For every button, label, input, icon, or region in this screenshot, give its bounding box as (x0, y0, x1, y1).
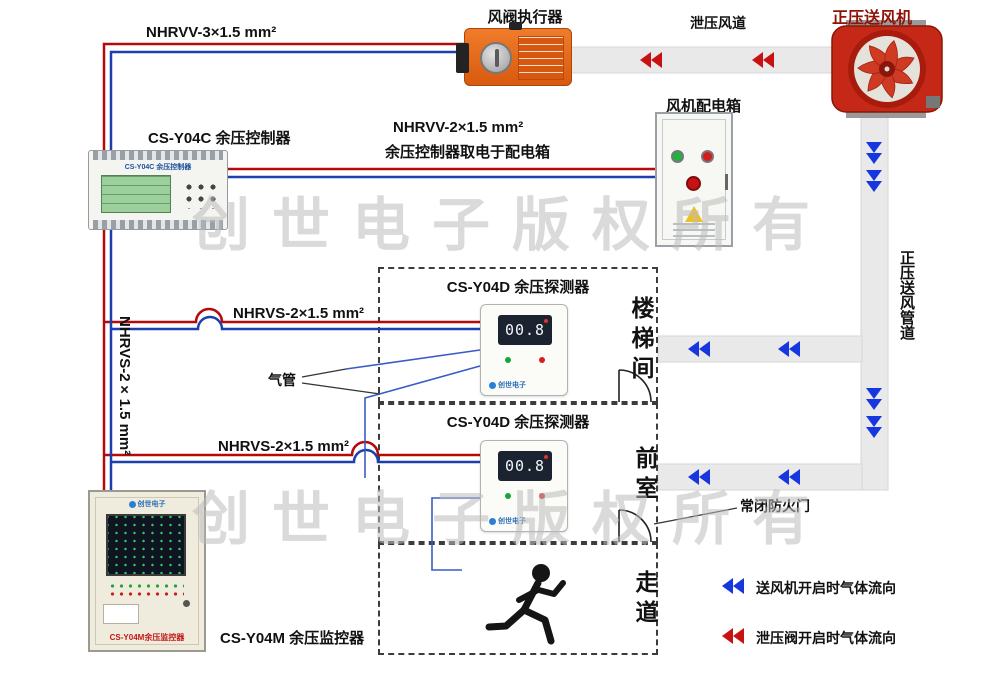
actuator-nameplate (518, 36, 564, 80)
detector-display-dot (544, 319, 548, 323)
legend-relief-text: 泄压阀开启时气体流向 (756, 630, 896, 646)
fan-distribution-box (655, 112, 733, 247)
distbox-vents (673, 223, 715, 237)
cable-power-label: NHRVV-2×1.5 mm² (393, 119, 524, 136)
pressure-controller-device: CS-Y04C 余压控制器 (88, 150, 228, 230)
room-corridor-box (378, 543, 658, 655)
running-person-icon (485, 564, 566, 645)
monitor-brand: 创世电子 (90, 499, 204, 509)
room-stairwell-box (378, 267, 658, 403)
distbox-handle (725, 174, 728, 190)
detector-led-red (539, 493, 545, 499)
detector1-title: CS-Y04D 余压探测器 (446, 279, 590, 296)
supply-duct-label: 正压送风管道 (898, 250, 915, 340)
monitor-led-row-red (108, 592, 184, 596)
detector-brand: 创世电子 (489, 380, 526, 390)
monitor-led-row-green (108, 584, 184, 588)
room-name-stairwell: 楼梯间 (628, 296, 654, 386)
room-name-corridor: 走道 (632, 570, 658, 630)
pressure-supply-fan (831, 20, 943, 118)
distbox-stop-button (686, 176, 701, 191)
room-name-front-chamber: 前室 (632, 446, 658, 506)
cable-monitor-label: NHRVS-2×1.5 mm² (116, 316, 133, 456)
actuator-terminal (509, 22, 522, 30)
brand-logo-icon (489, 517, 496, 525)
brand-logo-icon (489, 381, 496, 389)
actuator-connector (456, 43, 469, 73)
pressure-detector-stairwell: 00.8 创世电子 (480, 304, 568, 396)
controller-title: CS-Y04C 余压控制器 (148, 130, 291, 147)
room-front-chamber-box (378, 403, 658, 543)
actuator-knob (480, 42, 512, 74)
cable-power-note: 余压控制器取电于配电箱 (385, 144, 551, 161)
controller-terminals-top (93, 151, 223, 160)
monitor-panel-label: CS-Y04M余压监控器 (109, 633, 185, 642)
detector2-title: CS-Y04D 余压探测器 (446, 414, 590, 431)
legend-supply-text: 送风机开启时气体流向 (756, 580, 896, 596)
detector-led-red (539, 357, 545, 363)
damper-actuator (456, 22, 572, 86)
distbox-red-indicator (701, 150, 714, 163)
controller-buttons (181, 179, 217, 209)
distbox-title: 风机配电箱 (666, 98, 742, 115)
blue-wires (109, 50, 655, 490)
cable-detector2-label: NHRVS-2×1.5 mm² (218, 438, 350, 455)
air-tube-label: 气管 (268, 372, 296, 388)
pressure-monitor-cabinet: 创世电子 CS-Y04M余压监控器 (88, 490, 206, 652)
pressure-detector-front-chamber: 00.8 创世电子 (480, 440, 568, 532)
detector-brand: 创世电子 (489, 516, 526, 526)
monitor-keyhole (183, 600, 190, 607)
relief-duct (569, 46, 833, 74)
detector-display: 00.8 (498, 451, 552, 481)
controller-faceplate-title: CS-Y04C 余压控制器 (124, 164, 192, 171)
relief-duct-label: 泄压风道 (690, 15, 746, 31)
detector-display-dot (544, 455, 548, 459)
cable-actuator-label: NHRVV-3×1.5 mm² (146, 24, 277, 41)
brand-logo-icon (128, 500, 136, 508)
monitor-title: CS-Y04M 余压监控器 (220, 630, 365, 647)
distbox-warning-sticker (685, 206, 703, 222)
legend-relief-arrow (722, 628, 744, 644)
pointer-lines (301, 368, 738, 525)
detector-led-green (505, 493, 511, 499)
legend-supply-arrow (722, 578, 744, 594)
controller-terminals-bottom (93, 220, 223, 229)
air-tubes (345, 349, 481, 571)
actuator-title: 风阀执行器 (487, 9, 563, 26)
detector-led-green (505, 357, 511, 363)
controller-lcd-screen (101, 175, 171, 213)
monitor-screen (106, 514, 186, 576)
detector-display: 00.8 (498, 315, 552, 345)
distbox-green-indicator (671, 150, 684, 163)
fan-title: 正压送风机 (832, 10, 913, 27)
monitor-door (95, 497, 199, 645)
fire-door-label: 常闭防火门 (740, 498, 810, 514)
cable-detector1-label: NHRVS-2×1.5 mm² (233, 305, 365, 322)
fire-door-symbols (618, 369, 652, 543)
monitor-label-card (103, 604, 139, 624)
